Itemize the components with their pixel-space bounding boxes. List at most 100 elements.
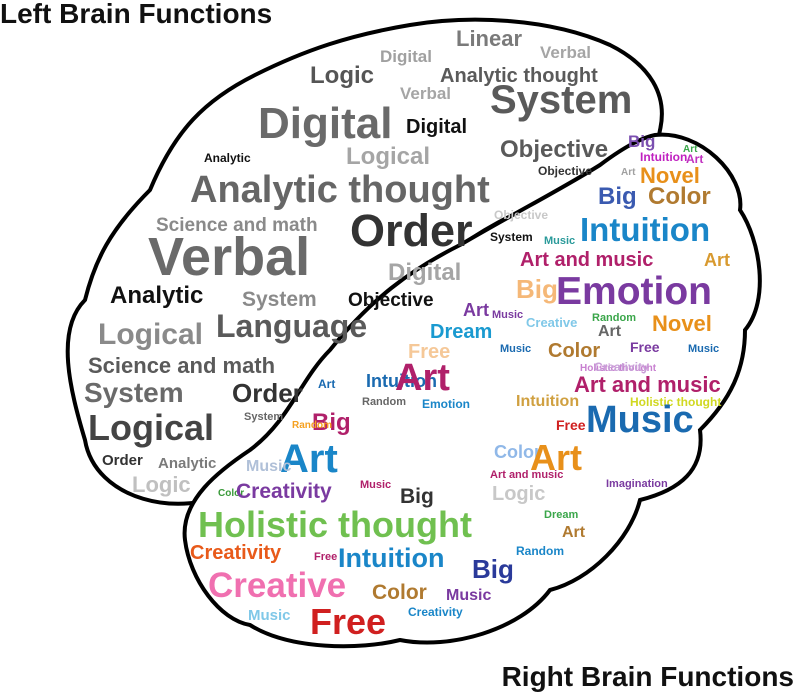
right-brain-word: Creativity xyxy=(236,480,332,503)
right-brain-word: Color xyxy=(648,183,711,210)
right-brain-word: Art xyxy=(562,524,586,541)
left-brain-title: Left Brain Functions xyxy=(0,0,273,29)
left-brain-word: Analytic xyxy=(158,455,216,472)
right-brain-word: Dream xyxy=(544,509,578,521)
right-brain-word: Color xyxy=(548,340,600,362)
left-brain-word: Order xyxy=(232,378,303,408)
left-brain-word: Language xyxy=(216,308,367,344)
right-brain-word: Art and music xyxy=(574,372,721,397)
left-brain-word: System xyxy=(84,377,184,408)
right-brain-word: Holistic thought xyxy=(630,395,721,409)
right-brain-word: Creative xyxy=(208,566,346,605)
right-brain-word: Art xyxy=(621,167,636,178)
right-brain-word: Music xyxy=(360,479,391,491)
right-brain-word: Music xyxy=(500,343,531,355)
right-brain-word: Novel xyxy=(652,311,712,336)
right-brain-word: Big xyxy=(472,554,514,584)
left-brain-word: System xyxy=(490,78,632,122)
right-brain-word: Music xyxy=(586,399,694,441)
right-brain-word: Music xyxy=(688,343,719,355)
left-brain-word: Logical xyxy=(88,407,214,448)
right-brain-word: Big xyxy=(400,485,434,508)
right-brain-word: Music xyxy=(544,235,575,247)
right-brain-title: Right Brain Functions xyxy=(501,661,794,692)
right-brain-word: Imagination xyxy=(606,478,668,490)
right-brain-word: Logic xyxy=(492,483,545,505)
left-brain-word: Objective xyxy=(500,136,608,163)
right-brain-word: Music xyxy=(446,587,491,604)
left-brain-word: Digital xyxy=(406,116,467,138)
right-brain-word: Free xyxy=(310,601,386,642)
right-brain-word: Color xyxy=(494,442,541,462)
left-brain-word: Order xyxy=(350,205,473,256)
right-brain-word: Creativity xyxy=(190,542,282,564)
left-brain-word: System xyxy=(490,230,533,244)
left-brain-word: Science and math xyxy=(156,215,318,236)
right-brain-word: Creativity xyxy=(594,360,649,374)
right-brain-word: Intuition xyxy=(338,543,444,573)
left-brain-word: Logic xyxy=(132,472,191,497)
right-brain-word: Art and music xyxy=(520,249,653,271)
right-brain-word: Art and music xyxy=(490,469,563,481)
left-brain-word: System xyxy=(244,411,283,423)
left-brain-word: Analytic thought xyxy=(440,65,598,87)
right-brain-word: Music xyxy=(246,458,291,475)
right-brain-word: Random xyxy=(362,396,406,408)
right-brain-word: Random xyxy=(292,420,332,431)
left-brain-word: Logic xyxy=(310,62,374,89)
right-brain-word: Music xyxy=(248,607,291,624)
right-brain-word: Free xyxy=(556,417,586,433)
right-brain-word: Holistic thought xyxy=(198,504,472,545)
left-brain-word: System xyxy=(242,288,317,311)
right-brain-word: Color xyxy=(372,581,427,604)
left-brain-word: Verbal xyxy=(148,227,310,287)
right-brain-word: Big xyxy=(598,183,637,210)
left-brain-word: Analytic xyxy=(204,151,251,165)
right-brain-word: Intuition xyxy=(640,150,687,164)
right-brain-word: Big xyxy=(312,409,351,436)
right-brain-word: Novel xyxy=(640,163,700,188)
right-hemisphere-outline xyxy=(182,132,762,649)
right-brain-word: Color xyxy=(218,488,244,499)
right-brain-word: Art xyxy=(318,377,335,391)
right-brain-word: Random xyxy=(592,312,636,324)
left-brain-word: Science and math xyxy=(88,353,275,378)
left-brain-word: Digital xyxy=(380,47,432,66)
left-brain-word: Objective xyxy=(538,164,592,178)
right-brain-word: Holistic thought xyxy=(580,363,657,374)
right-brain-word: Free xyxy=(630,339,660,355)
right-brain-word: Art xyxy=(395,357,450,399)
left-brain-word: Verbal xyxy=(540,43,591,62)
right-brain-word: Art xyxy=(686,152,703,166)
left-brain-word: Objective xyxy=(494,208,548,222)
right-brain-word: Big xyxy=(516,274,558,304)
right-brain-word: Dream xyxy=(430,321,492,343)
right-brain-word: Art xyxy=(280,437,338,481)
right-brain-word: Art xyxy=(704,250,730,270)
right-brain-word: Random xyxy=(516,544,564,558)
right-brain-word: Emotion xyxy=(556,270,712,313)
right-brain-word: Art xyxy=(683,144,698,155)
right-brain-word: Intuition xyxy=(366,371,437,391)
right-brain-word: Emotion xyxy=(422,397,470,411)
left-brain-word: Order xyxy=(102,452,143,469)
right-brain-word: Free xyxy=(408,341,450,363)
right-brain-word: Creativity xyxy=(408,605,463,619)
right-brain-word: Intuition xyxy=(516,393,579,410)
left-brain-word: Analytic thought xyxy=(190,169,490,211)
right-brain-word: Big xyxy=(628,132,655,151)
right-brain-word: Art xyxy=(530,437,582,478)
right-brain-word: Music xyxy=(492,309,523,321)
right-brain-word: Art xyxy=(463,300,489,320)
left-brain-word: Digital xyxy=(258,99,392,148)
left-brain-word: Verbal xyxy=(400,84,451,103)
left-brain-word: Logical xyxy=(98,318,203,351)
right-brain-word: Creative xyxy=(526,315,577,330)
left-brain-word: Digital xyxy=(388,259,461,286)
left-brain-word: Analytic xyxy=(110,282,203,309)
left-brain-word: Objective xyxy=(348,290,434,311)
right-brain-word: Free xyxy=(314,551,337,563)
